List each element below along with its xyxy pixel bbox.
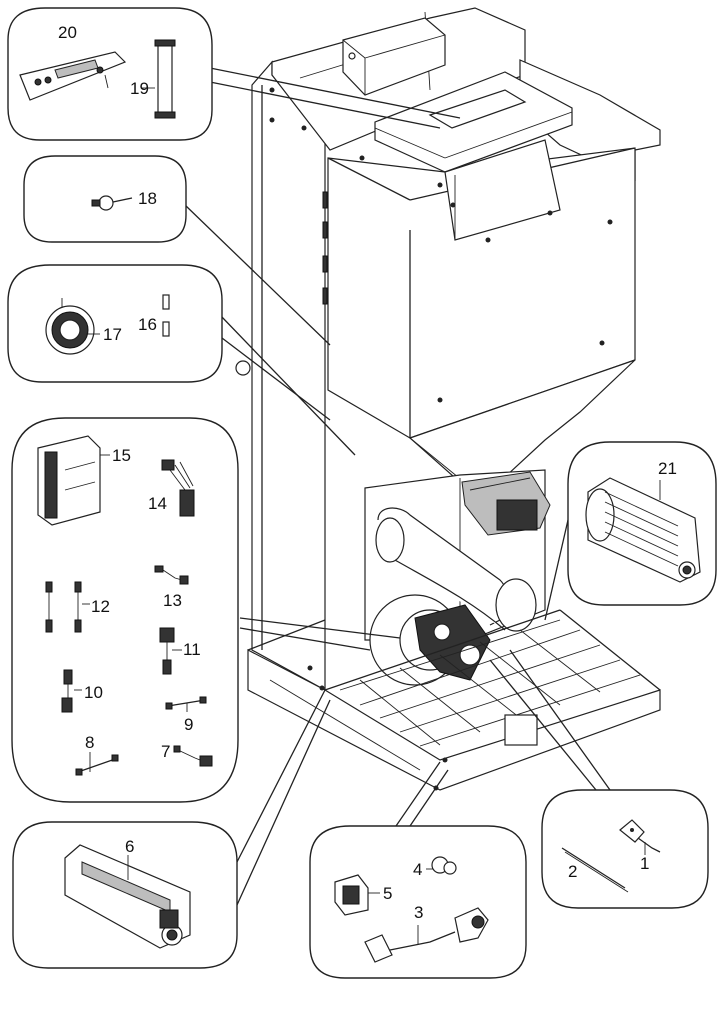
callout-group-19-20: 20 19 — [7, 7, 213, 141]
callout-group-7-15: 15 14 13 12 11 10 9 8 7 — [11, 417, 239, 803]
callout-group-18: 18 — [23, 155, 187, 243]
flue-pipes — [375, 507, 537, 632]
convection-fan-6 — [64, 844, 191, 949]
cable-13 — [154, 565, 189, 585]
callout-11: 11 — [183, 640, 201, 659]
callout-21: 21 — [658, 459, 677, 478]
callout-13: 13 — [163, 591, 182, 610]
callout-12: 12 — [91, 597, 110, 616]
power-cord — [364, 907, 489, 963]
cable-7 — [173, 745, 213, 767]
cable-12 — [45, 581, 90, 633]
callout-6: 6 — [125, 837, 134, 856]
callout-group-1-2: 1 2 — [541, 789, 709, 909]
leader-lines — [184, 67, 611, 906]
auger-motor — [461, 471, 551, 536]
callout-10: 10 — [84, 683, 103, 702]
fuse-pair — [162, 294, 170, 337]
callout-8: 8 — [85, 733, 94, 752]
heating-element — [561, 847, 629, 893]
stove-body — [235, 7, 661, 791]
callout-14: 14 — [148, 494, 167, 513]
ribbon-cable — [154, 39, 176, 119]
callout-4: 4 — [413, 860, 422, 879]
wiring-harness-14 — [161, 459, 195, 517]
callout-5: 5 — [383, 884, 392, 903]
callout-group-21: 21 — [567, 441, 717, 606]
power-switch — [334, 874, 369, 916]
convection-fan-21 — [585, 477, 701, 583]
callout-15: 15 — [112, 446, 131, 465]
callout-16: 16 — [138, 315, 157, 334]
cable-9 — [165, 696, 207, 712]
callout-19: 19 — [130, 79, 149, 98]
thermostat-probe — [91, 195, 133, 211]
control-panel-display — [19, 51, 127, 101]
callout-9: 9 — [184, 715, 193, 734]
cable-8 — [75, 752, 119, 776]
callout-group-16-17: 17 16 — [7, 264, 223, 383]
callout-7: 7 — [161, 742, 170, 761]
callout-18: 18 — [138, 189, 157, 208]
base-tray — [247, 609, 661, 791]
cable-10 — [61, 669, 82, 713]
callout-20: 20 — [58, 23, 77, 42]
pressure-switch — [45, 298, 95, 355]
callout-2: 2 — [568, 862, 577, 881]
callout-group-3-5: 4 5 3 — [309, 825, 527, 979]
callout-1: 1 — [640, 854, 649, 873]
callout-17: 17 — [103, 325, 122, 344]
callout-3: 3 — [414, 903, 423, 922]
cable-gland — [431, 856, 457, 875]
motherboard — [37, 435, 101, 526]
callout-group-6: 6 — [12, 821, 238, 969]
fume-extractor-fan — [369, 594, 491, 686]
temperature-sensor — [619, 819, 661, 855]
cable-11 — [159, 627, 182, 675]
